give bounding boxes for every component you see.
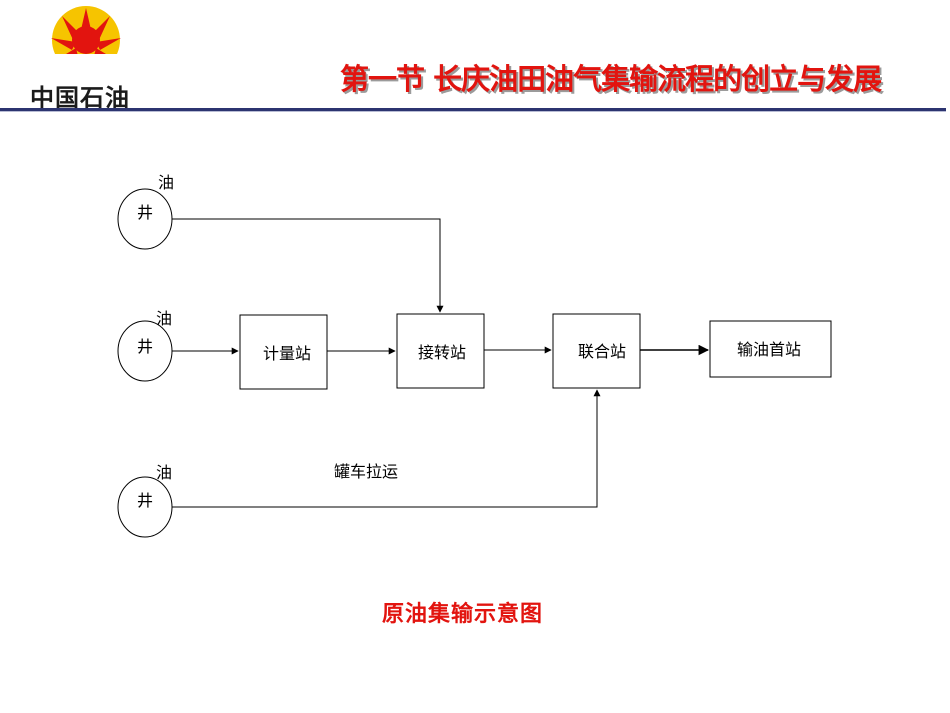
metering-station-label: 计量站 [263, 344, 312, 363]
transfer-station-box [396, 313, 485, 389]
oil-well-2-inner-label: 井 [137, 337, 154, 356]
joint-station-box [552, 313, 641, 389]
well-3-tanker-line [172, 389, 601, 508]
transfer-station-label: 接转站 [418, 343, 467, 362]
oil-well-3-inner-label: 井 [137, 491, 154, 510]
oil-well-1-label: 油 [158, 173, 175, 192]
oil-well-3-label: 油 [156, 463, 173, 482]
joint-station-label: 联合站 [578, 342, 627, 361]
tanker-transport-label: 罐车拉运 [334, 462, 399, 481]
diagram-caption: 原油集输示意图 [382, 601, 544, 627]
logo-text: 中国石油 [30, 84, 130, 112]
head-pump-station-label: 输油首站 [737, 340, 802, 359]
well-1-to-transfer-line [172, 218, 444, 313]
slide-title: 第一节 长庆油田油气集输流程的创立与发展 [340, 62, 882, 96]
oil-well-1-inner-label: 井 [137, 203, 154, 222]
head-pump-station-box [709, 320, 832, 378]
oil-well-2-label: 油 [156, 309, 173, 328]
metering-station-box [239, 314, 328, 390]
header-divider-shadow [0, 111, 946, 112]
petrochina-logo [46, 6, 126, 74]
header-divider [0, 108, 946, 111]
